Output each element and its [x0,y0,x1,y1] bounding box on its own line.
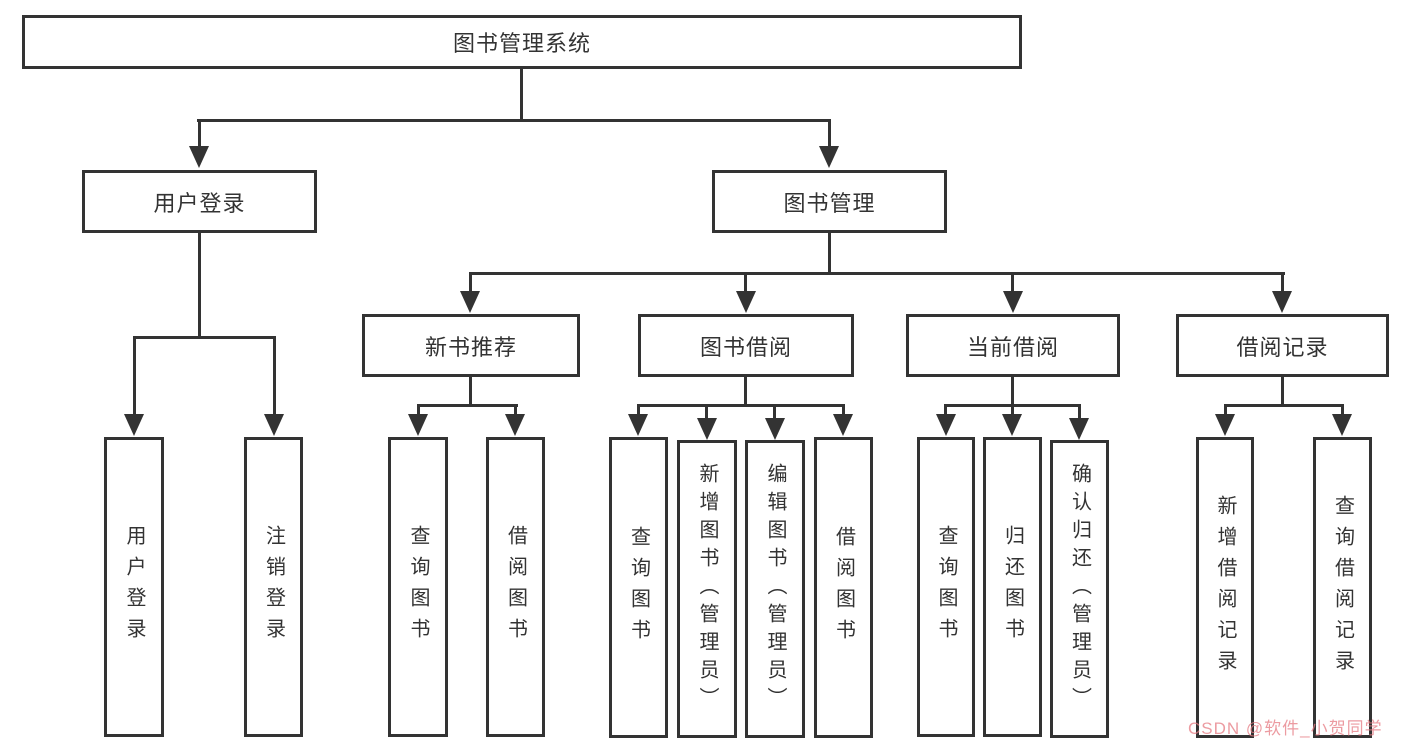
leaf-label: 查询图书 [935,525,957,649]
node-book-borrow: 图书借阅 [638,314,854,377]
edge-leaf-stem [944,404,947,414]
leaf-borrow-books: 借阅图书 [814,437,873,738]
arrow-down-icon [460,291,480,313]
edge-new-book-split [417,404,518,407]
arrow-down-icon [408,414,428,436]
leaf-label: 查询借阅记录 [1331,494,1354,681]
arrow-down-icon [1332,414,1352,436]
edge-group-stem [744,272,747,291]
leaf-label: 新增图书（管理员） [696,463,718,715]
edge-root-stem [520,69,523,119]
edge-user-login-down [198,233,201,336]
node-label: 用户登录 [153,190,246,216]
edge-leaf-stem [1341,404,1344,414]
edge-new-book-down [469,377,472,404]
node-borrow-records: 借阅记录 [1176,314,1389,377]
node-label: 当前借阅 [966,334,1059,360]
node-label: 借阅记录 [1236,334,1329,360]
edge-book-mgmt-split [469,272,1285,275]
node-root-library-system: 图书管理系统 [22,15,1022,69]
edge-book-mgmt-stem [828,119,831,146]
leaf-query-borrow-record: 查询借阅记录 [1313,437,1372,738]
leaf-label: 编辑图书（管理员） [764,463,786,715]
leaf-logout: 注销登录 [244,437,303,737]
leaf-label: 借阅图书 [832,525,855,650]
edge-leaf-stem [637,404,640,414]
leaf-label: 确认归还（管理员） [1068,463,1091,715]
edge-borrow-record-split [1224,404,1344,407]
arrow-down-icon [736,291,756,313]
node-label: 新书推荐 [424,334,517,360]
arrow-down-icon [1272,291,1292,313]
edge-borrow-record-down [1281,377,1284,404]
leaf-label: 归还图书 [1001,525,1024,649]
arrow-down-icon [697,418,717,440]
edge-group-stem [469,272,472,291]
edge-book-borrow-split [637,404,845,407]
edge-leaf-stem [1224,404,1227,414]
leaf-query-books: 查询图书 [917,437,975,737]
edge-root-split [197,119,831,122]
arrow-down-icon [1002,414,1022,436]
edge-leaf-stem [842,404,845,414]
leaf-query-books: 查询图书 [388,437,448,737]
edge-leaf-stem [514,404,517,414]
edge-leaf-stem [773,404,776,418]
edge-user-login-stem [198,119,201,146]
node-book-management-branch: 图书管理 [712,170,947,233]
arrow-down-icon [765,418,785,440]
leaf-return-books: 归还图书 [983,437,1042,737]
leaf-add-books-admin: 新增图书（管理员） [677,440,737,738]
node-label: 图书管理系统 [452,31,591,56]
edge-book-mgmt-down [828,233,831,272]
edge-current-borrow-down [1011,377,1014,404]
arrow-down-icon [1069,418,1089,440]
leaf-label: 用户登录 [123,525,145,649]
leaf-query-books: 查询图书 [609,437,668,738]
arrow-down-icon [833,414,853,436]
edge-group-stem [1281,272,1284,291]
arrow-down-icon [1215,414,1235,436]
leaf-label: 借阅图书 [504,525,527,649]
leaf-add-borrow-record: 新增借阅记录 [1196,437,1254,738]
edge-leaf-stem [1011,404,1014,414]
node-user-login-branch: 用户登录 [82,170,317,233]
leaf-label: 查询图书 [407,525,429,649]
edge-user-login-split [133,336,276,339]
leaf-label: 查询图书 [627,525,650,650]
leaf-confirm-return-admin: 确认归还（管理员） [1050,440,1109,738]
arrow-down-icon [628,414,648,436]
edge-group-stem [1011,272,1014,291]
arrow-down-icon [505,414,525,436]
leaf-edit-books-admin: 编辑图书（管理员） [745,440,805,738]
leaf-label: 注销登录 [262,525,285,649]
node-label: 图书借阅 [699,334,792,360]
arrow-down-icon [264,414,284,436]
node-new-book-recommend: 新书推荐 [362,314,580,377]
node-current-borrow: 当前借阅 [906,314,1120,377]
edge-leaf-stem [705,404,708,418]
arrow-down-icon [124,414,144,436]
arrow-down-icon [936,414,956,436]
edge-leaf-stem [1078,404,1081,418]
arrow-down-icon [819,146,839,168]
csdn-watermark: CSDN @软件_小贺同学 [1188,719,1383,738]
edge-leaf-stem [417,404,420,414]
edge-book-borrow-down [744,377,747,404]
node-label: 图书管理 [783,190,876,216]
arrow-down-icon [1003,291,1023,313]
edge-leaf-stem [133,336,136,414]
leaf-label: 新增借阅记录 [1214,494,1236,681]
leaf-borrow-books: 借阅图书 [486,437,545,737]
leaf-user-login: 用户登录 [104,437,164,737]
arrow-down-icon [189,146,209,168]
edge-leaf-stem [273,336,276,414]
